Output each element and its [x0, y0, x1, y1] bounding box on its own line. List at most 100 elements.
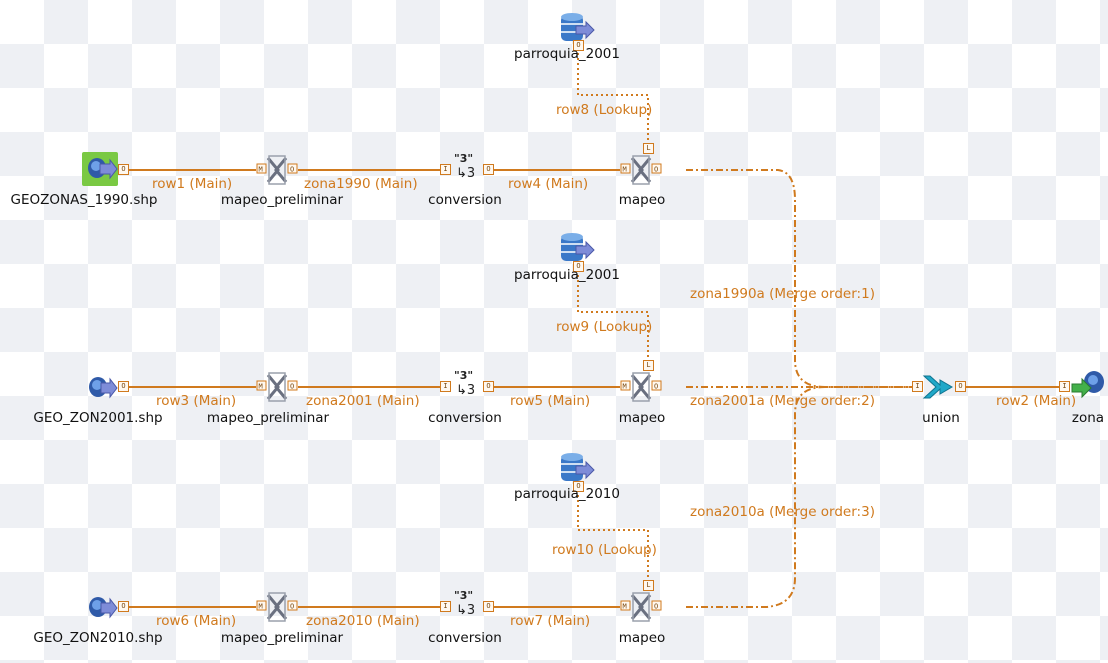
conversion-arrow-glyph: ↳3 [456, 383, 476, 398]
link-label-row4: row4 (Main) [508, 176, 588, 192]
node-conversion-1[interactable]: "3" ↳3 [452, 152, 482, 186]
input-port[interactable]: I [1059, 381, 1070, 392]
link-label-zona2010a: zona2010a (Merge order:3) [690, 504, 875, 520]
lookup-port[interactable]: L [643, 360, 654, 371]
svg-text:M: M [623, 603, 627, 611]
link-label-row8: row8 (Lookup) [556, 102, 652, 118]
node-label: mapeo_preliminar [206, 410, 330, 426]
conversion-icon: "3" ↳3 [452, 152, 482, 186]
link-row8[interactable]: row8 (Lookup) [556, 48, 652, 148]
link-label-zona1990a: zona1990a (Merge order:1) [690, 286, 875, 302]
output-port[interactable]: O [483, 381, 494, 392]
conversion-icon: "3" ↳3 [452, 589, 482, 623]
link-zona2001a[interactable]: zona2001a (Merge order:2) [686, 386, 912, 409]
node-parroquia-2001-a[interactable] [558, 12, 596, 48]
node-label: conversion [428, 192, 502, 208]
link-zona1990[interactable]: zona1990 (Main) [298, 169, 440, 192]
link-zona2010[interactable]: zona2010 (Main) [298, 606, 440, 629]
link-row3[interactable]: row3 (Main) [128, 386, 256, 409]
node-conversion-3[interactable]: "3" ↳3 [452, 589, 482, 623]
output-port[interactable]: O [573, 40, 584, 51]
output-port[interactable]: O [118, 164, 129, 175]
link-row9[interactable]: row9 (Lookup) [556, 270, 652, 364]
node-label: mapeo [618, 410, 666, 426]
node-parroquia-2010[interactable] [558, 452, 596, 488]
union-icon [922, 375, 953, 399]
node-label: parroquia_2010 [514, 486, 620, 502]
node-label: conversion [428, 630, 502, 646]
lookup-port[interactable]: L [643, 143, 654, 154]
node-label: GEOZONAS_1990.shp [10, 192, 158, 208]
link-label-zona2010: zona2010 (Main) [306, 613, 420, 629]
output-port[interactable]: O [118, 601, 129, 612]
conversion-icon: "3" ↳3 [452, 369, 482, 403]
conversion-arrow-glyph: ↳3 [456, 166, 476, 181]
node-mapeo-preliminar-2[interactable]: M O [256, 371, 298, 403]
node-label: GEO_ZON2001.shp [33, 410, 163, 426]
node-geo-zon2010[interactable] [84, 592, 118, 624]
input-port[interactable]: I [440, 381, 451, 392]
node-mapeo-2[interactable]: M O [620, 371, 662, 403]
link-label-zona1990: zona1990 (Main) [304, 176, 418, 192]
input-port[interactable]: I [912, 381, 923, 392]
tmap-icon: M O [620, 155, 662, 185]
conversion-quote-glyph: "3" [454, 152, 474, 165]
link-row1[interactable]: row1 (Main) [128, 169, 256, 192]
svg-text:M: M [623, 166, 627, 174]
svg-text:O: O [654, 166, 658, 174]
input-port[interactable]: I [440, 164, 451, 175]
node-label: conversion [428, 410, 502, 426]
node-geo-zon2001[interactable] [84, 372, 118, 404]
node-output-zona[interactable] [1070, 368, 1108, 404]
link-row10[interactable]: row10 (Lookup) [552, 490, 657, 584]
node-label: mapeo_preliminar [220, 630, 344, 646]
svg-text:M: M [259, 166, 263, 174]
tmap-icon: M O [256, 372, 298, 402]
node-mapeo-3[interactable]: M O [620, 591, 662, 623]
node-label: parroquia_2001 [514, 46, 620, 62]
output-port[interactable]: O [118, 381, 129, 392]
output-icon [1071, 371, 1104, 399]
link-label-row10: row10 (Lookup) [552, 542, 657, 558]
svg-text:M: M [623, 383, 627, 391]
node-label: GEO_ZON2010.shp [33, 630, 163, 646]
link-zona1990a[interactable]: zona1990a (Merge order:1) [686, 169, 912, 388]
link-label-row3: row3 (Main) [156, 393, 236, 409]
link-row7[interactable]: row7 (Main) [492, 606, 620, 629]
output-port[interactable]: O [573, 261, 584, 272]
node-label: parroquia_2001 [514, 267, 620, 283]
output-port[interactable]: O [483, 601, 494, 612]
tmap-icon: M O [620, 372, 662, 402]
link-label-row6: row6 (Main) [156, 613, 236, 629]
node-label: mapeo_preliminar [220, 192, 344, 208]
link-label-row1: row1 (Main) [152, 176, 232, 192]
svg-text:O: O [654, 383, 658, 391]
lookup-port[interactable]: L [643, 580, 654, 591]
link-row4[interactable]: row4 (Main) [492, 169, 620, 192]
svg-text:O: O [290, 383, 294, 391]
output-port[interactable]: O [573, 481, 584, 492]
link-row2[interactable]: row2 (Main) [964, 386, 1076, 409]
link-label-row7: row7 (Main) [510, 613, 590, 629]
node-union[interactable] [922, 370, 956, 404]
svg-text:M: M [259, 383, 263, 391]
link-row6[interactable]: row6 (Main) [128, 606, 256, 629]
output-port[interactable]: O [483, 164, 494, 175]
link-label-row9: row9 (Lookup) [556, 319, 652, 335]
node-label: mapeo [618, 192, 666, 208]
node-mapeo-1[interactable]: M O [620, 154, 662, 186]
node-conversion-2[interactable]: "3" ↳3 [452, 369, 482, 403]
output-port[interactable]: O [955, 381, 966, 392]
node-parroquia-2001-b[interactable] [558, 232, 596, 268]
link-zona2001[interactable]: zona2001 (Main) [298, 386, 440, 409]
tmap-icon: M O [256, 592, 298, 622]
link-zona2010a[interactable]: zona2010a (Merge order:3) [686, 386, 912, 608]
node-mapeo-preliminar-1[interactable]: M O [256, 154, 298, 186]
node-geozonas-1990[interactable] [82, 152, 120, 188]
link-label-row5: row5 (Main) [510, 393, 590, 409]
input-port[interactable]: I [440, 601, 451, 612]
node-mapeo-preliminar-3[interactable]: M O [256, 591, 298, 623]
link-row5[interactable]: row5 (Main) [492, 386, 620, 409]
